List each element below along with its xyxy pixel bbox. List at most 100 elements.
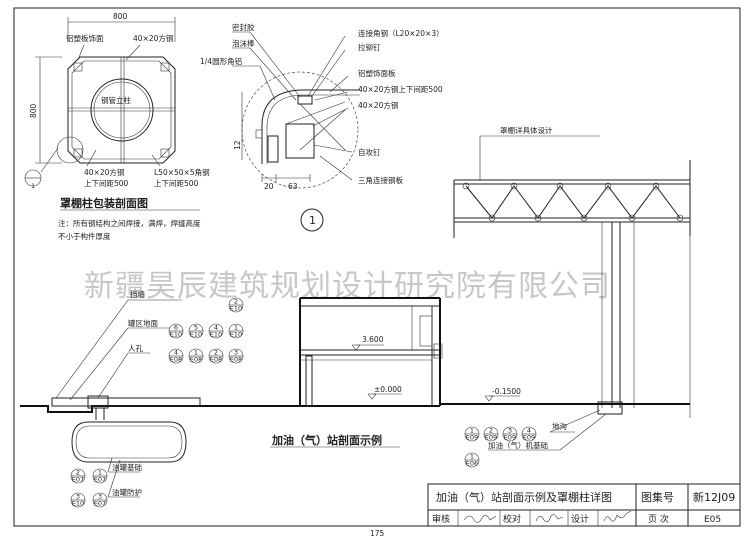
review-label: 审核	[432, 513, 450, 525]
label-angle-2: 上下间距500	[154, 179, 199, 188]
title-block: 加油（气）站剖面示例及罩棚柱详图 图集号 新12J09 审核 校对 设计 页 次…	[427, 483, 741, 527]
canopy: 罩棚详具体设计	[453, 125, 691, 418]
atlas-label: 图集号	[641, 490, 674, 504]
label-plate: 三角连接钢板	[358, 175, 403, 185]
section-title: 加油（气）站剖面示例	[271, 433, 382, 447]
label-tube-spacing-1: 40×20方钢	[84, 167, 124, 177]
dim-12: 12	[233, 140, 242, 150]
signature-review	[463, 515, 497, 523]
label-rivet: 拉铆钉	[358, 42, 381, 52]
index-symbol-sheet: E09	[523, 434, 535, 442]
index-symbol-number: 2	[214, 349, 218, 357]
index-symbol-sheet: E09	[466, 434, 478, 442]
column-plan: 800 800 钢管立柱 铝塑板饰面 40×20方钢 40×20方钢 上下间距5…	[24, 12, 210, 241]
label-dispenser-base: 加油（气）机基础	[488, 440, 548, 450]
index-symbol-number: 2	[489, 427, 493, 435]
sheet-border	[13, 7, 741, 527]
column-plan-title: 罩棚柱包装剖面图	[60, 196, 148, 210]
index-symbol-number: 1	[470, 427, 474, 435]
index-symbol-number: 2	[234, 298, 238, 306]
index-symbol-number: 3	[508, 427, 512, 435]
dim-20: 20	[264, 182, 274, 191]
index-symbol-sheet: E10	[230, 305, 242, 313]
dim-width: 800	[113, 12, 128, 21]
index-symbol-number: 5	[194, 324, 198, 332]
index-symbol-number: 1	[194, 349, 198, 357]
index-symbol-sheet: E07	[94, 500, 106, 508]
index-symbol-sheet: E08	[190, 356, 202, 364]
index-symbol-sheet: E10	[210, 331, 222, 339]
label-screw: 自攻钉	[358, 147, 381, 157]
detail-number: 1	[309, 214, 316, 227]
label-aluminum: 铝塑饰面板	[358, 68, 396, 78]
index-symbol-sheet: E08	[170, 356, 182, 364]
label-trench: 地沟	[552, 421, 567, 431]
level-low: -0.1500	[492, 387, 521, 396]
index-symbol-sheet: E07	[94, 476, 106, 484]
detail-1: 密封胶 泡沫棒 1/4圆形角铝 连接角钢（L20×20×3） 拉铆钉 铝塑饰面板…	[200, 22, 444, 232]
atlas-number: 新12J09	[693, 490, 735, 504]
label-manhole: 人孔	[128, 344, 143, 353]
page-number: 175	[370, 529, 385, 538]
index-symbol-number: 1	[234, 324, 238, 332]
design-label: 设计	[571, 513, 589, 525]
index-symbol-number: 4	[174, 349, 178, 357]
index-symbol-sheet: E10	[170, 331, 182, 339]
index-symbol-number: 3	[234, 349, 238, 357]
index-symbol-number: 4	[527, 427, 531, 435]
section: 3.600 ±0.000 -0.1500 加油（气）站剖面示例 挡墙 罐区地面 …	[20, 289, 690, 498]
page-code: E05	[704, 515, 721, 525]
label-parapet: 挡墙	[130, 289, 145, 299]
signature-design	[603, 510, 632, 522]
label-column: 钢管立柱	[101, 95, 131, 105]
sheet-title: 加油（气）站剖面示例及罩棚柱详图	[436, 490, 612, 504]
index-symbol-sheet: E06	[466, 460, 478, 468]
note-2: 不小于构件厚度	[58, 231, 111, 241]
index-symbol-number: 1	[98, 469, 102, 477]
index-symbol-number: 4	[214, 324, 218, 332]
label-tank-base: 油罐基础	[112, 462, 142, 472]
label-tank-protect: 油罐防护	[112, 487, 142, 497]
label-panel: 铝塑板饰面	[66, 33, 104, 43]
label-tank-floor: 罐区地面	[128, 318, 158, 328]
index-symbol-sheet: E07	[72, 476, 84, 484]
label-foam: 泡沫棒	[232, 38, 255, 48]
index-symbol-number: 3	[98, 493, 102, 501]
index-symbol-sheet: E09	[485, 434, 497, 442]
label-tube: 40×20方钢	[133, 33, 173, 43]
level-ground: ±0.000	[374, 385, 402, 394]
index-symbol-sheet: E10	[230, 331, 242, 339]
index-symbol-number: 1	[470, 453, 474, 461]
label-corner: 1/4圆形角铝	[200, 56, 242, 66]
index-symbol-number: 6	[174, 324, 178, 332]
canopy-label: 罩棚详具体设计	[500, 125, 553, 135]
label-seal: 密封胶	[232, 22, 255, 32]
level-roof: 3.600	[362, 335, 384, 344]
index-symbol-sheet: E08	[210, 356, 222, 364]
dim-height: 800	[29, 103, 38, 118]
index-symbol-sheet: E10	[190, 331, 202, 339]
index-symbol-sheet: E09	[504, 434, 516, 442]
label-tube-b: 40×20方钢	[358, 100, 398, 110]
label-angle-1: L50×50×5角钢	[154, 167, 210, 177]
index-symbol-number: 3	[76, 493, 80, 501]
label-tube-a: 40×20方钢上下间距500	[358, 84, 443, 94]
signature-check	[535, 514, 564, 523]
label-tube-spacing-2: 上下间距500	[84, 179, 129, 188]
grid-symbol: 1	[31, 182, 35, 190]
note-1: 注：所有钢结构之间焊接，满焊，焊缝高度	[58, 218, 201, 228]
index-symbol-sheet: E10	[72, 500, 84, 508]
index-symbol-number: 2	[76, 469, 80, 477]
label-angle-conn: 连接角钢（L20×20×3）	[358, 28, 444, 38]
check-label: 校对	[503, 513, 521, 525]
page-label: 页 次	[648, 513, 669, 525]
dim-63: 63	[288, 182, 298, 191]
